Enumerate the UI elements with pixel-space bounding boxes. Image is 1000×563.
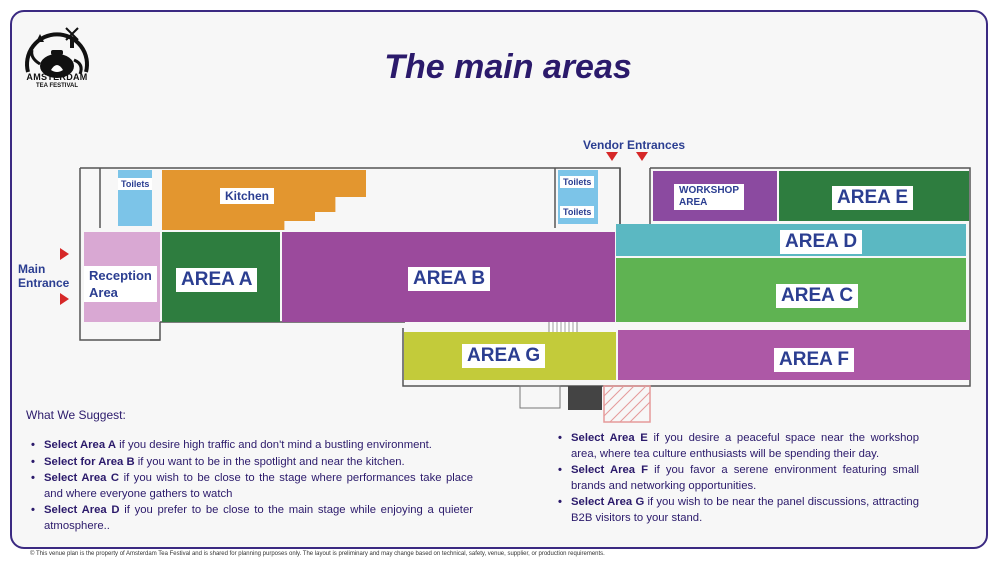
reception-label-line1: Reception	[89, 268, 152, 283]
toilets-right-label-1: Toilets	[560, 176, 595, 188]
main-entrance-label: Main Entrance	[18, 262, 69, 290]
suggestion-text: if you desire a peaceful space near the …	[571, 432, 919, 460]
list-item: Select Area A if you desire high traffic…	[28, 438, 473, 454]
list-item: Select Area D if you prefer to be close …	[28, 503, 473, 534]
suggestion-text: if you wish to be close to the stage whe…	[44, 472, 473, 500]
suggestion-bold: Select Area F	[571, 464, 649, 476]
area-c-label: AREA C	[776, 284, 859, 308]
suggestion-bold: Select Area A	[44, 439, 117, 451]
main-entrance-line1: Main	[18, 262, 46, 276]
suggestion-text: if you prefer to be close to the main st…	[44, 504, 473, 532]
suggestion-bold: Select Area G	[571, 496, 645, 508]
vendor-entrance-arrow-right-icon	[636, 152, 648, 161]
list-item: Select for Area B if you want to be in t…	[28, 455, 473, 471]
logo-title: AMSTERDAM	[26, 72, 88, 82]
suggestion-text: if you favor a serene environment featur…	[571, 464, 920, 492]
area-g-label: AREA G	[462, 344, 546, 368]
list-item: Select Area F if you favor a serene envi…	[555, 463, 919, 494]
toilets-left-label: Toilets	[118, 178, 153, 190]
workshop-label-line1: WORKSHOP	[679, 185, 739, 196]
list-item: Select Area G if you wish to be near the…	[555, 495, 919, 526]
workshop-label: WORKSHOP AREA	[674, 184, 744, 210]
workshop-label-line2: AREA	[679, 197, 708, 208]
area-b-label: AREA B	[408, 267, 491, 291]
list-item: Select Area E if you desire a peaceful s…	[555, 431, 919, 462]
suggestion-bold: Select Area D	[44, 504, 120, 516]
suggestions-left-list: Select Area A if you desire high traffic…	[28, 438, 473, 535]
vendor-entrance-arrow-left-icon	[606, 152, 618, 161]
page-title: The main areas	[384, 48, 632, 86]
area-e-label: AREA E	[832, 186, 914, 210]
suggestions-heading: What We Suggest:	[26, 408, 126, 422]
logo-subtitle: TEA FESTIVAL	[36, 83, 78, 89]
teapot-windmill-logo-icon	[25, 27, 89, 78]
suggestion-bold: Select for Area B	[44, 455, 135, 468]
kitchen-label: Kitchen	[220, 188, 275, 204]
suggestion-text: if you desire high traffic and don't min…	[116, 439, 432, 451]
main-entrance-arrow-bottom-icon	[60, 293, 69, 305]
area-f-label: AREA F	[774, 348, 855, 372]
suggestions-right-list: Select Area E if you desire a peaceful s…	[555, 431, 919, 527]
suggestion-bold: Select Area E	[571, 432, 648, 444]
area-a-label: AREA A	[176, 268, 258, 292]
suggestion-text: if you wish to be near the panel discuss…	[571, 496, 919, 524]
list-item: Select Area C if you wish to be close to…	[28, 471, 473, 502]
area-d-label: AREA D	[780, 230, 863, 254]
vendor-entrances-label: Vendor Entrances	[583, 138, 686, 152]
suggestion-text: if you want to be in the spotlight and n…	[134, 455, 405, 468]
reception-label: Reception Area	[84, 266, 157, 302]
toilets-right-label-2: Toilets	[560, 206, 595, 218]
main-entrance-arrow-top-icon	[60, 248, 69, 260]
main-entrance-line2: Entrance	[18, 276, 70, 290]
reception-label-line2: Area	[89, 285, 118, 300]
suggestion-bold: Select Area C	[44, 472, 120, 484]
footer-disclaimer: © This venue plan is the property of Ams…	[30, 551, 605, 557]
